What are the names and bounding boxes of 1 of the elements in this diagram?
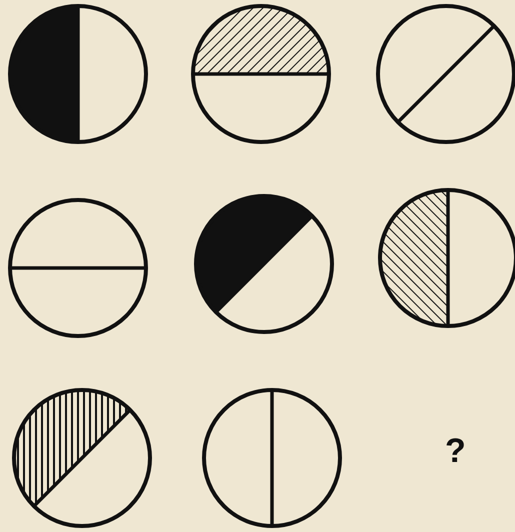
question-mark: ?: [445, 432, 466, 471]
